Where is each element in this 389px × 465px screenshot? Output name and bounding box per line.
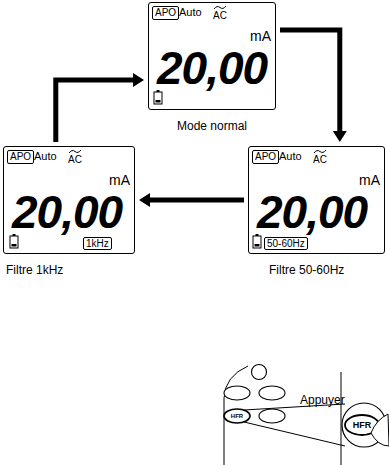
filter-text: 1kHz bbox=[86, 238, 109, 249]
flow-arrow bbox=[139, 193, 244, 207]
filter-indicator: 1kHz bbox=[83, 237, 112, 251]
ac-indicator: AC bbox=[68, 155, 82, 165]
display-caption: Filtre 50-60Hz bbox=[269, 264, 344, 276]
instruction-text: Appuyer bbox=[300, 394, 345, 406]
display-caption: Mode normal bbox=[149, 120, 275, 132]
battery-icon bbox=[9, 233, 19, 249]
ac-tilde bbox=[68, 149, 82, 154]
auto-indicator: Auto bbox=[34, 151, 57, 162]
zoom-lines bbox=[244, 404, 345, 446]
unit-text: mA bbox=[250, 29, 271, 43]
filter-indicator: 50-60Hz bbox=[264, 237, 308, 251]
button-label: HFR bbox=[231, 413, 243, 419]
button-label: HFR bbox=[353, 421, 372, 430]
filter-text: 50-60Hz bbox=[267, 238, 305, 249]
apo-indicator: APO bbox=[7, 150, 34, 164]
lcd-reading: 20,00 bbox=[12, 189, 122, 235]
display-caption: Filtre 1kHz bbox=[6, 264, 63, 276]
oval-button bbox=[259, 409, 285, 423]
ac-indicator: AC bbox=[213, 11, 227, 21]
ac-tilde bbox=[213, 5, 227, 10]
battery-icon bbox=[153, 89, 163, 105]
lcd-reading: 20,00 bbox=[157, 45, 267, 91]
lcd-reading: 20,00 bbox=[257, 189, 367, 235]
round-button bbox=[252, 365, 267, 380]
apo-text: APO bbox=[255, 151, 276, 162]
unit-text: mA bbox=[109, 173, 130, 187]
apo-indicator: APO bbox=[252, 150, 279, 164]
apo-text: APO bbox=[10, 151, 31, 162]
finger bbox=[371, 414, 389, 446]
unit-text: mA bbox=[359, 173, 380, 187]
ac-indicator: AC bbox=[313, 155, 327, 165]
auto-indicator: Auto bbox=[279, 151, 302, 162]
apo-text: APO bbox=[155, 7, 176, 18]
auto-indicator: Auto bbox=[179, 7, 202, 18]
lcd-display: AutoACmA20,00Filtre 1kHzAPO1kHz bbox=[3, 146, 135, 254]
apo-indicator: APO bbox=[152, 6, 179, 20]
meter-buttons bbox=[224, 365, 285, 424]
lcd-display: AutoACmA20,00Mode normalAPO bbox=[148, 2, 276, 110]
flow-arrow bbox=[280, 30, 347, 142]
meter-housing bbox=[224, 366, 341, 465]
lcd-display: AutoACmA20,00Filtre 50-60HzAPO50-60Hz bbox=[248, 146, 385, 254]
battery-icon bbox=[252, 233, 262, 249]
oval-button bbox=[224, 386, 250, 400]
oval-button bbox=[259, 386, 285, 400]
ac-tilde bbox=[313, 149, 327, 154]
flow-arrow bbox=[56, 73, 144, 142]
hfr-button bbox=[224, 409, 250, 423]
